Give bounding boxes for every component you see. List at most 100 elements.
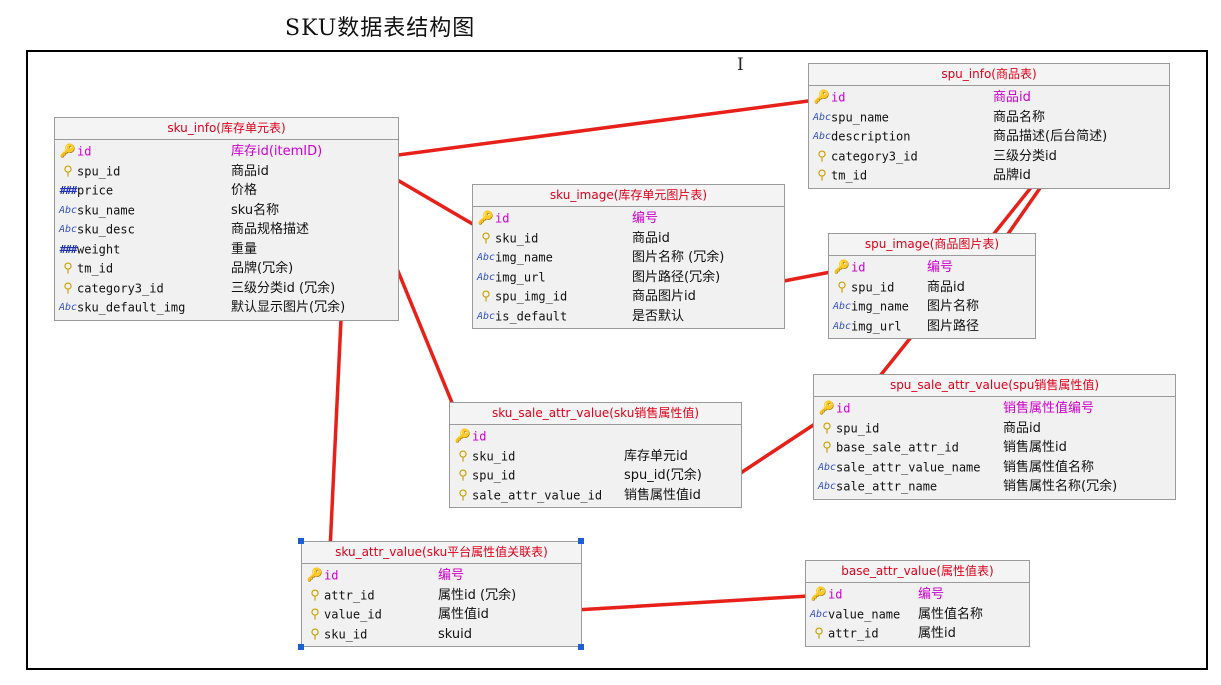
field-name: sale_attr_name [836,479,938,494]
field-name: category3_id [831,148,918,163]
fk-icon: ⚲ [481,230,491,246]
field-name: value_id [324,607,382,622]
selection-handle[interactable] [578,538,584,544]
field-description: 商品规格描述 [231,222,310,237]
field-description: 库存单元id [624,448,688,464]
selection-handle[interactable] [298,538,304,544]
field-description: 是否默认 [632,308,685,324]
field-name: description [831,129,911,144]
key-icon: 🔑 [477,211,495,226]
fk-icon: ⚲ [814,626,824,641]
field-description: 销售属性值名称 [1003,459,1095,475]
field-description: 商品名称 [993,109,1046,125]
field-description: 编号 [438,568,465,583]
field-name: tm_id [831,168,868,183]
field-name: spu_img_id [495,289,568,304]
field-description: 编号 [927,260,954,275]
fk-icon: ⚲ [822,420,832,436]
string-icon: Abc [477,252,496,263]
field-description: 商品id [993,90,1031,105]
string-icon: Abc [833,320,852,332]
key-icon: 🔑 [454,429,472,444]
field-name: sku_desc [77,222,135,237]
number-icon: ### [59,184,78,197]
string-icon: Abc [833,301,852,312]
field-description: 编号 [632,211,659,226]
table-title: sku_image(库存单元图片表) [473,185,784,207]
key-icon: 🔑 [833,260,851,275]
field-row-id[interactable]: 🔑id 编号 [833,258,1035,278]
field-description: 销售属性值编号 [1003,401,1095,416]
field-description: 属性id (冗余) [438,587,517,603]
field-name: tm_id [77,261,114,276]
key-icon: 🔑 [818,401,836,416]
fk-icon: ⚲ [63,163,73,179]
field-name: price [77,183,114,198]
text-cursor-icon: I [737,55,744,75]
string-icon: Abc [818,481,837,492]
field-name: attr_id [828,626,879,641]
table-sku-sale-attr-value[interactable]: sku_sale_attr_value(sku销售属性值) 🔑id⚲sku_id… [449,402,742,508]
field-description: 商品id [231,163,269,179]
field-name: id [851,260,866,275]
field-description: 品牌(冗余) [231,261,294,276]
field-name: sku_default_img [77,300,186,315]
field-description: 商品描述(后台简述) [993,129,1108,144]
field-description: 图片名称 [927,299,980,314]
field-description: 商品id [632,230,670,246]
field-row-id[interactable]: 🔑id [454,427,741,447]
selection-handle[interactable] [578,644,584,650]
field-description: 商品id [1003,420,1041,436]
field-name: id [831,90,846,105]
fk-icon: ⚲ [822,440,832,455]
field-name: img_name [495,250,553,265]
field-description: sku名称 [231,202,280,218]
selection-handle[interactable] [298,644,304,650]
